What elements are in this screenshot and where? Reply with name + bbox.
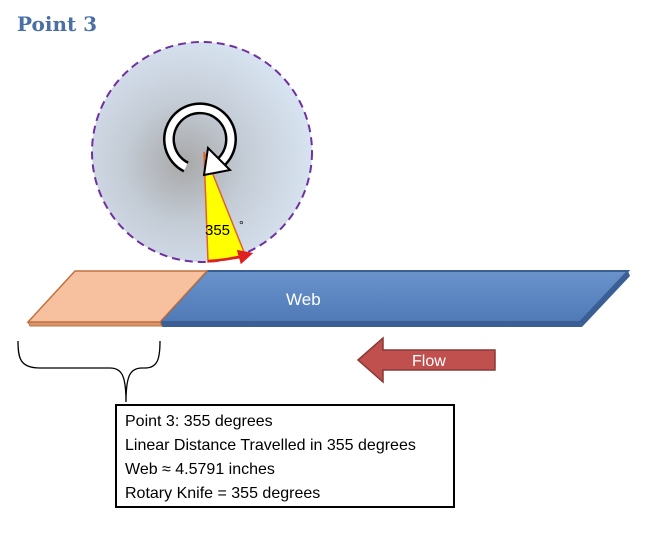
swept-arc xyxy=(207,249,254,265)
info-callout-box: Point 3: 355 degrees Linear Distance Tra… xyxy=(115,404,455,508)
cut-piece xyxy=(26,270,209,327)
flow-label: Flow xyxy=(412,353,446,370)
rotary-knife-circle xyxy=(91,41,313,263)
info-line-distance: Linear Distance Travelled in 355 degrees xyxy=(125,437,416,454)
info-line-knife: Rotary Knife = 355 degrees xyxy=(125,485,321,502)
clockwise-rotation-icon xyxy=(163,102,237,177)
angle-label: 355 xyxy=(205,222,230,239)
web-strip xyxy=(157,270,631,327)
page-title: Point 3 xyxy=(17,12,98,36)
web-label: Web xyxy=(286,290,321,309)
flow-arrow xyxy=(356,336,496,384)
degree-symbol: ° xyxy=(239,218,244,232)
info-line-web: Web ≈ 4.5791 inches xyxy=(125,461,275,478)
info-line-point: Point 3: 355 degrees xyxy=(125,413,273,430)
cut-length-brace xyxy=(17,340,161,403)
